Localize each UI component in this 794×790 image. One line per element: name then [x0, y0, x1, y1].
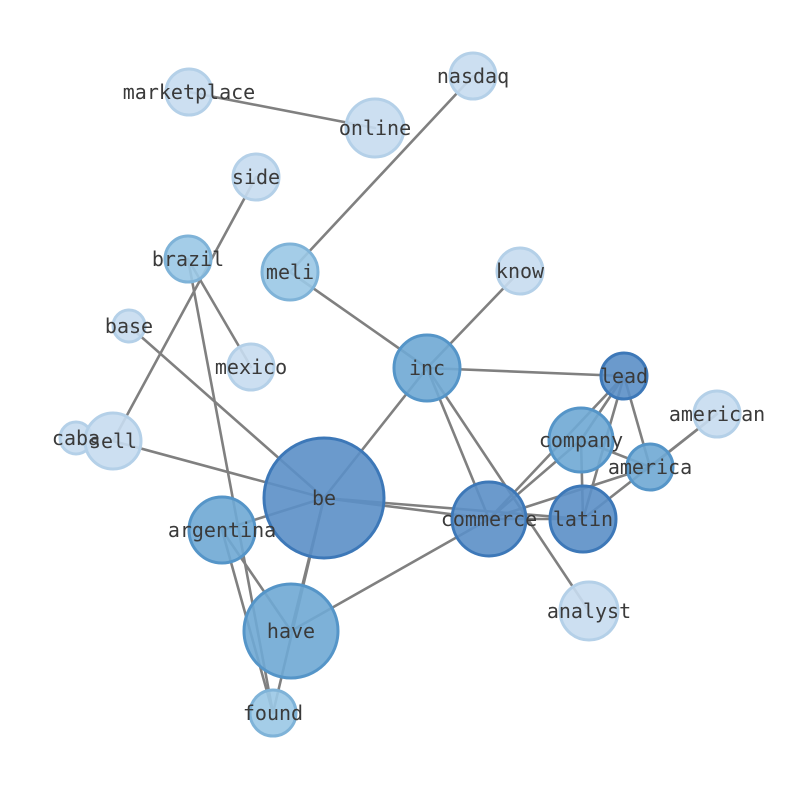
- node-label-company: company: [539, 428, 623, 452]
- node-marketplace[interactable]: [164, 67, 214, 117]
- label-layer: marketplace online nasdaq side brazil meli kno…: [52, 64, 765, 725]
- node-label-side: side: [232, 165, 280, 189]
- node-label-caba: caba: [52, 426, 100, 450]
- node-meli[interactable]: [260, 242, 320, 302]
- node-label-commerce: commerce: [441, 507, 537, 531]
- node-company[interactable]: [547, 406, 615, 474]
- node-label-marketplace: marketplace: [123, 80, 255, 104]
- node-label-analyst: analyst: [547, 599, 631, 623]
- node-label-base: base: [105, 314, 153, 338]
- edge-marketplace-online: [187, 90, 377, 130]
- node-online[interactable]: [344, 97, 406, 159]
- node-base[interactable]: [111, 308, 147, 344]
- node-argentina[interactable]: [187, 495, 257, 565]
- node-have[interactable]: [242, 582, 340, 680]
- node-label-mexico: mexico: [215, 355, 287, 379]
- node-be[interactable]: [262, 436, 386, 560]
- node-american[interactable]: [692, 389, 742, 439]
- node-label-meli: meli: [266, 260, 314, 284]
- node-label-found: found: [243, 701, 303, 725]
- node-label-sell: sell: [89, 429, 137, 453]
- node-sell[interactable]: [83, 411, 143, 471]
- node-side[interactable]: [231, 152, 281, 202]
- node-america[interactable]: [625, 442, 675, 492]
- node-label-brazil: brazil: [152, 247, 224, 271]
- edge-nasdaq-meli: [288, 74, 475, 274]
- node-found[interactable]: [248, 688, 298, 738]
- node-analyst[interactable]: [558, 580, 620, 642]
- node-label-be: be: [312, 486, 336, 510]
- node-inc[interactable]: [392, 333, 462, 403]
- node-latin[interactable]: [548, 484, 618, 554]
- node-label-latin: latin: [553, 507, 613, 531]
- node-label-america: america: [608, 455, 692, 479]
- node-brazil[interactable]: [163, 234, 213, 284]
- node-label-lead: lead: [600, 364, 648, 388]
- node-label-nasdaq: nasdaq: [437, 64, 509, 88]
- node-commerce[interactable]: [450, 480, 528, 558]
- node-label-argentina: argentina: [168, 518, 276, 542]
- node-know[interactable]: [495, 246, 545, 296]
- node-label-inc: inc: [409, 356, 445, 380]
- node-mexico[interactable]: [226, 342, 276, 392]
- node-label-know: know: [496, 259, 545, 283]
- node-lead[interactable]: [599, 351, 649, 401]
- node-label-have: have: [267, 619, 315, 643]
- node-nasdaq[interactable]: [448, 51, 498, 101]
- node-label-american: american: [669, 402, 765, 426]
- node-layer: [58, 51, 742, 738]
- node-label-online: online: [339, 116, 411, 140]
- edge-side-sell: [111, 175, 258, 443]
